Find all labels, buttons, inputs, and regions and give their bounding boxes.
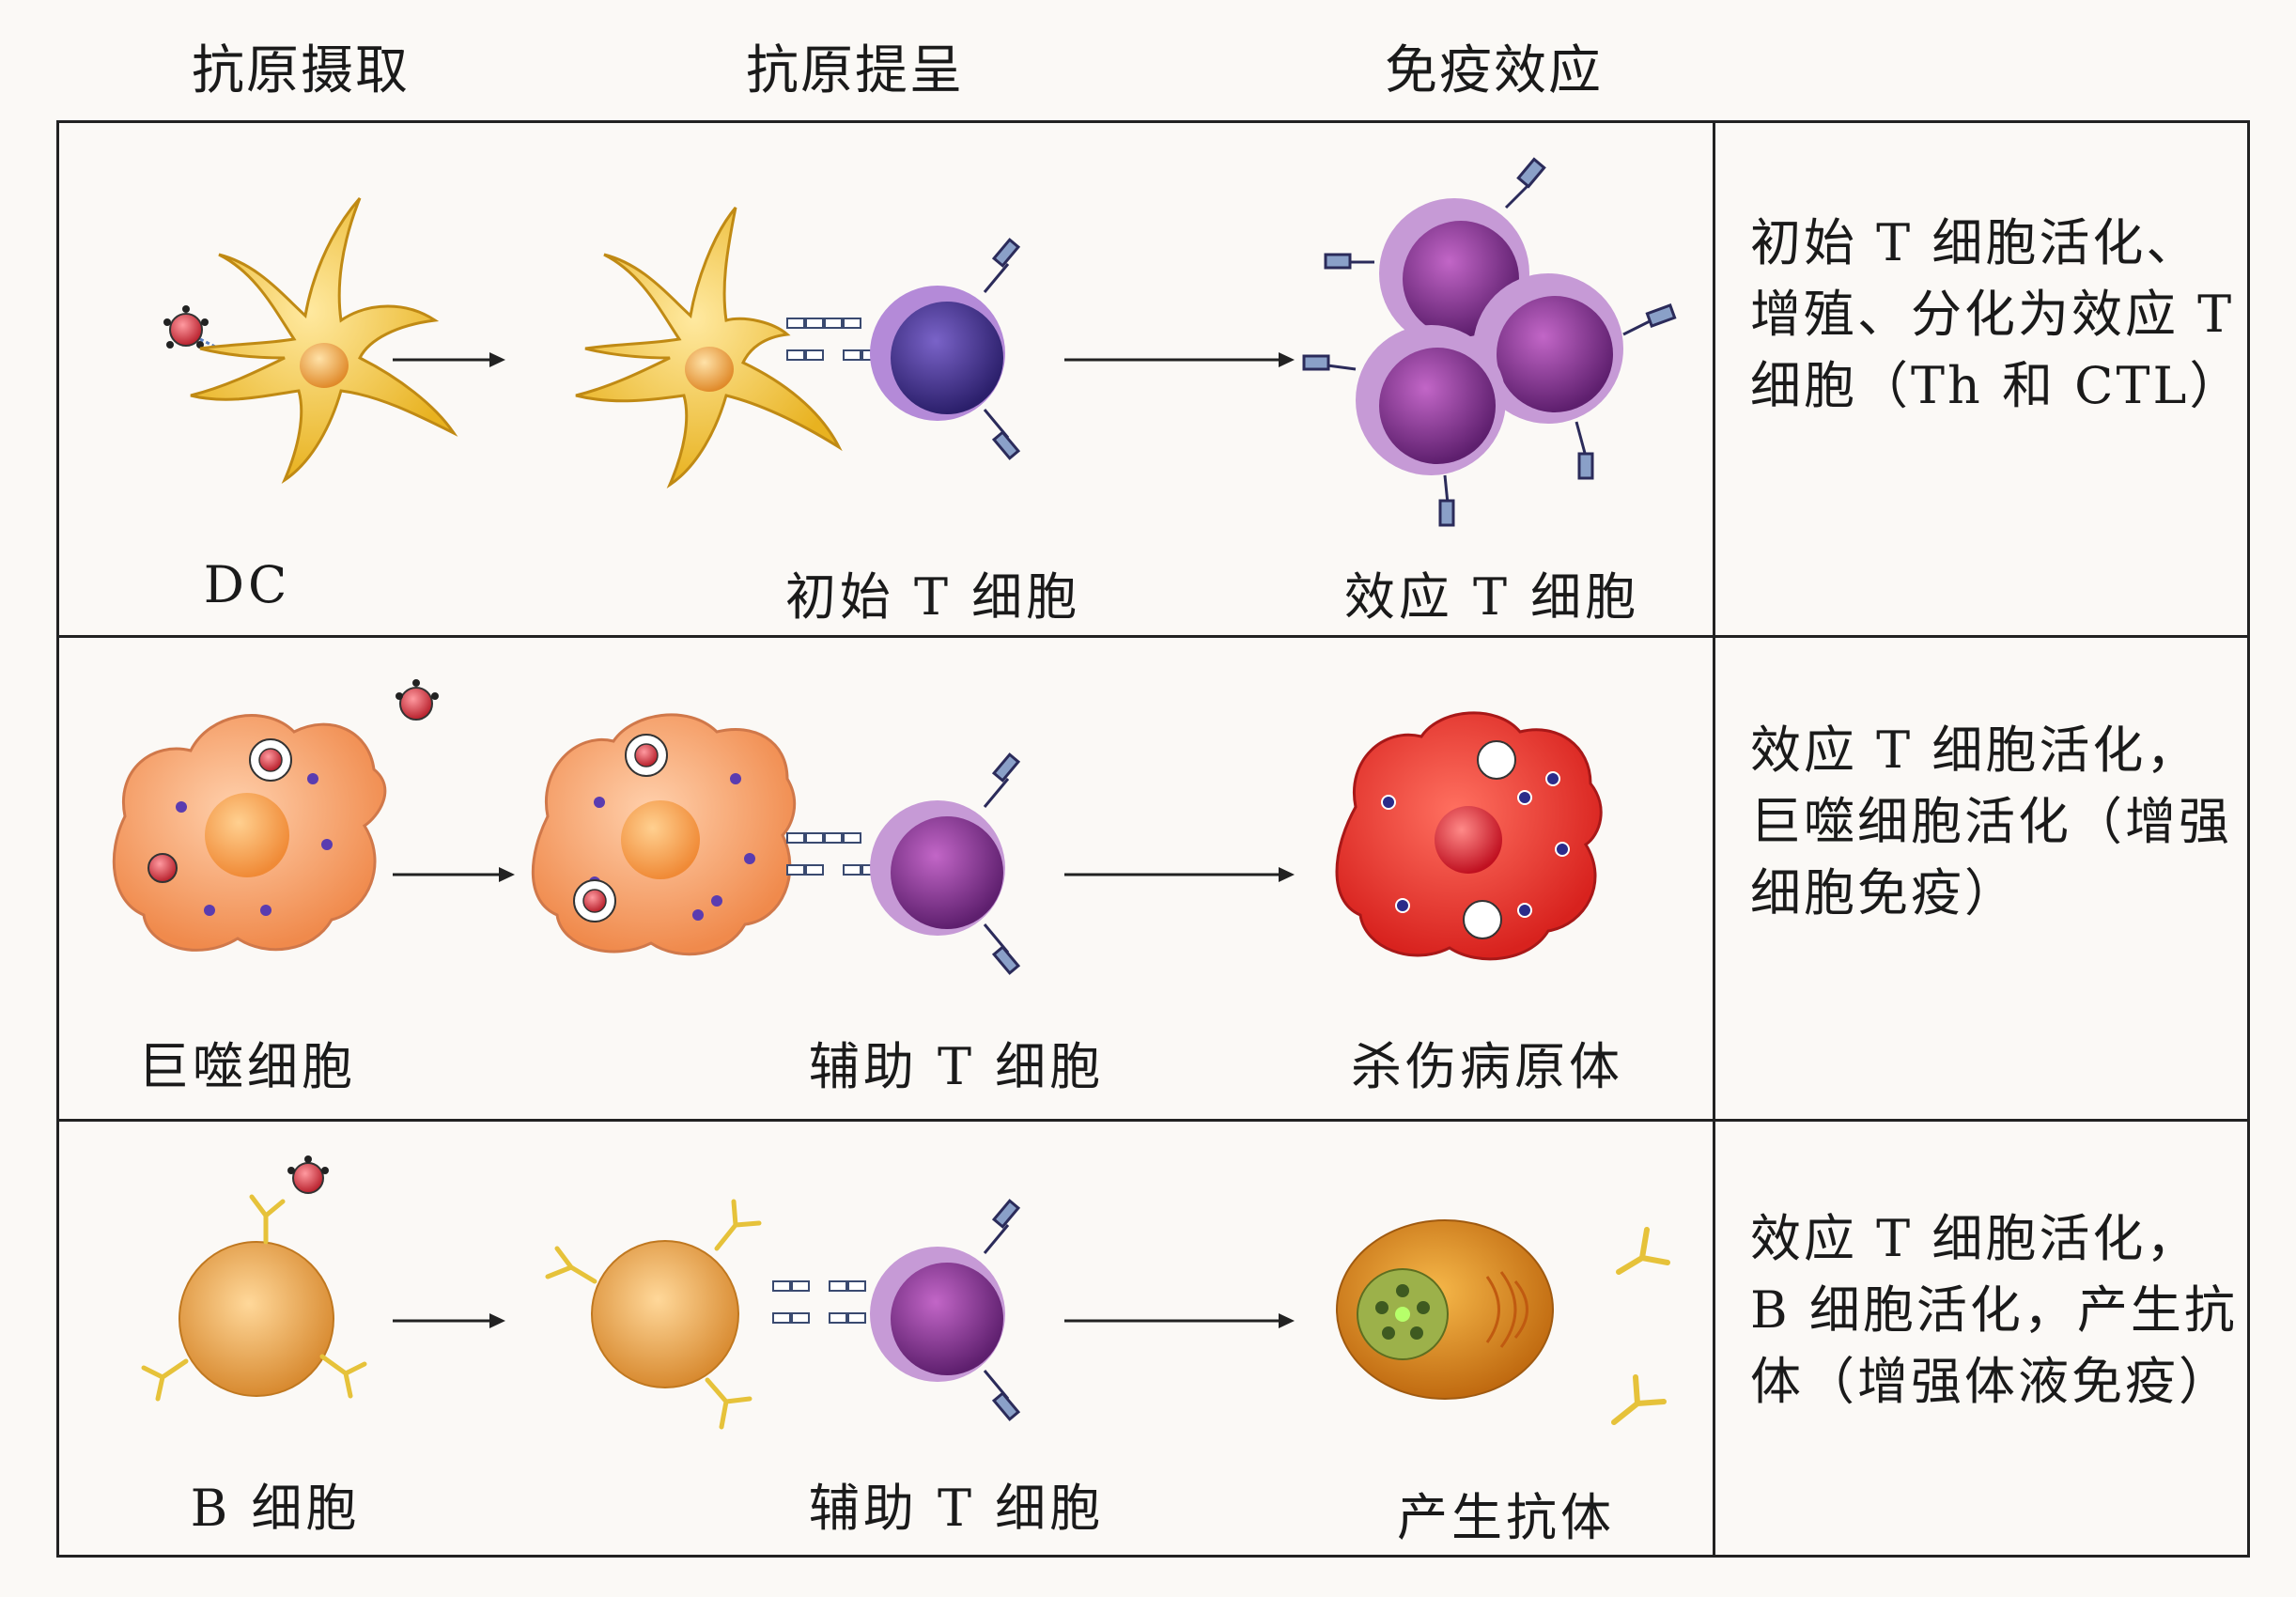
receptor-bridge-icon: [786, 832, 880, 876]
description-row-1: 初始 T 细胞活化、增殖、分化为效应 T 细胞（Th 和 CTL）: [1750, 213, 2243, 415]
arrow-icon: [393, 352, 505, 367]
dendritic-cell-presenting-icon: [575, 207, 843, 489]
arrow-icon: [1064, 867, 1295, 882]
label-macrophage: 巨噬细胞: [138, 1037, 356, 1096]
macrophage-icon: [112, 714, 387, 952]
b-cell-icon: [141, 1194, 367, 1402]
row-1-illustration: [163, 157, 1677, 527]
receptor-bridge-icon: [786, 318, 880, 361]
label-effector-t-cell: 效应 T 细胞: [1343, 567, 1640, 627]
row-divider: [59, 635, 2247, 638]
header-antigen-uptake: 抗原摄取: [192, 40, 410, 101]
antibody-icon: [1611, 1227, 1670, 1425]
description-row-2: 效应 T 细胞活化，巨噬细胞活化（增强细胞免疫）: [1750, 721, 2232, 923]
row-divider: [59, 1119, 2247, 1122]
b-cell-presenting-icon: [545, 1199, 762, 1430]
macrophage-presenting-icon: [531, 713, 797, 956]
label-produce-antibody: 产生抗体: [1397, 1488, 1615, 1547]
helper-t-cell-icon: [870, 1199, 1021, 1421]
activated-macrophage-icon: [1335, 711, 1603, 961]
antigen-icon: [287, 1155, 329, 1194]
row-3-illustration: [141, 1155, 1670, 1430]
label-b-cell: B 细胞: [190, 1479, 361, 1538]
column-divider: [1713, 123, 1715, 1555]
label-kill-pathogen: 杀伤病原体: [1351, 1037, 1623, 1096]
label-helper-t-cell: 辅助 T 细胞: [808, 1037, 1105, 1096]
label-helper-t-cell: 辅助 T 细胞: [808, 1479, 1105, 1538]
arrow-icon: [1064, 352, 1295, 367]
arrow-icon: [393, 867, 515, 882]
header-immune-effect: 免疫效应: [1385, 40, 1603, 101]
label-dc: DC: [203, 555, 291, 614]
arrow-icon: [393, 1313, 505, 1328]
helper-t-cell-icon: [870, 752, 1021, 975]
diagram-table: DC 初始 T 细胞 效应 T 细胞 初始 T 细胞活化、增殖、分化为效应 T …: [56, 120, 2250, 1558]
arrow-icon: [1064, 1313, 1295, 1328]
plasma-cell-icon: [1336, 1219, 1554, 1400]
effector-t-cells-icon: [1302, 157, 1677, 527]
row-2-illustration: [112, 679, 1603, 975]
naive-t-cell-icon: [870, 238, 1021, 460]
label-naive-t-cell: 初始 T 细胞: [784, 567, 1081, 627]
header-antigen-presentation: 抗原提呈: [746, 40, 964, 101]
dendritic-cell-icon: [190, 197, 458, 485]
description-row-3: 效应 T 细胞活化，B 细胞活化，产生抗体（增强体液免疫）: [1750, 1209, 2238, 1411]
antigen-icon: [147, 679, 439, 883]
receptor-bridge-icon: [772, 1280, 866, 1324]
